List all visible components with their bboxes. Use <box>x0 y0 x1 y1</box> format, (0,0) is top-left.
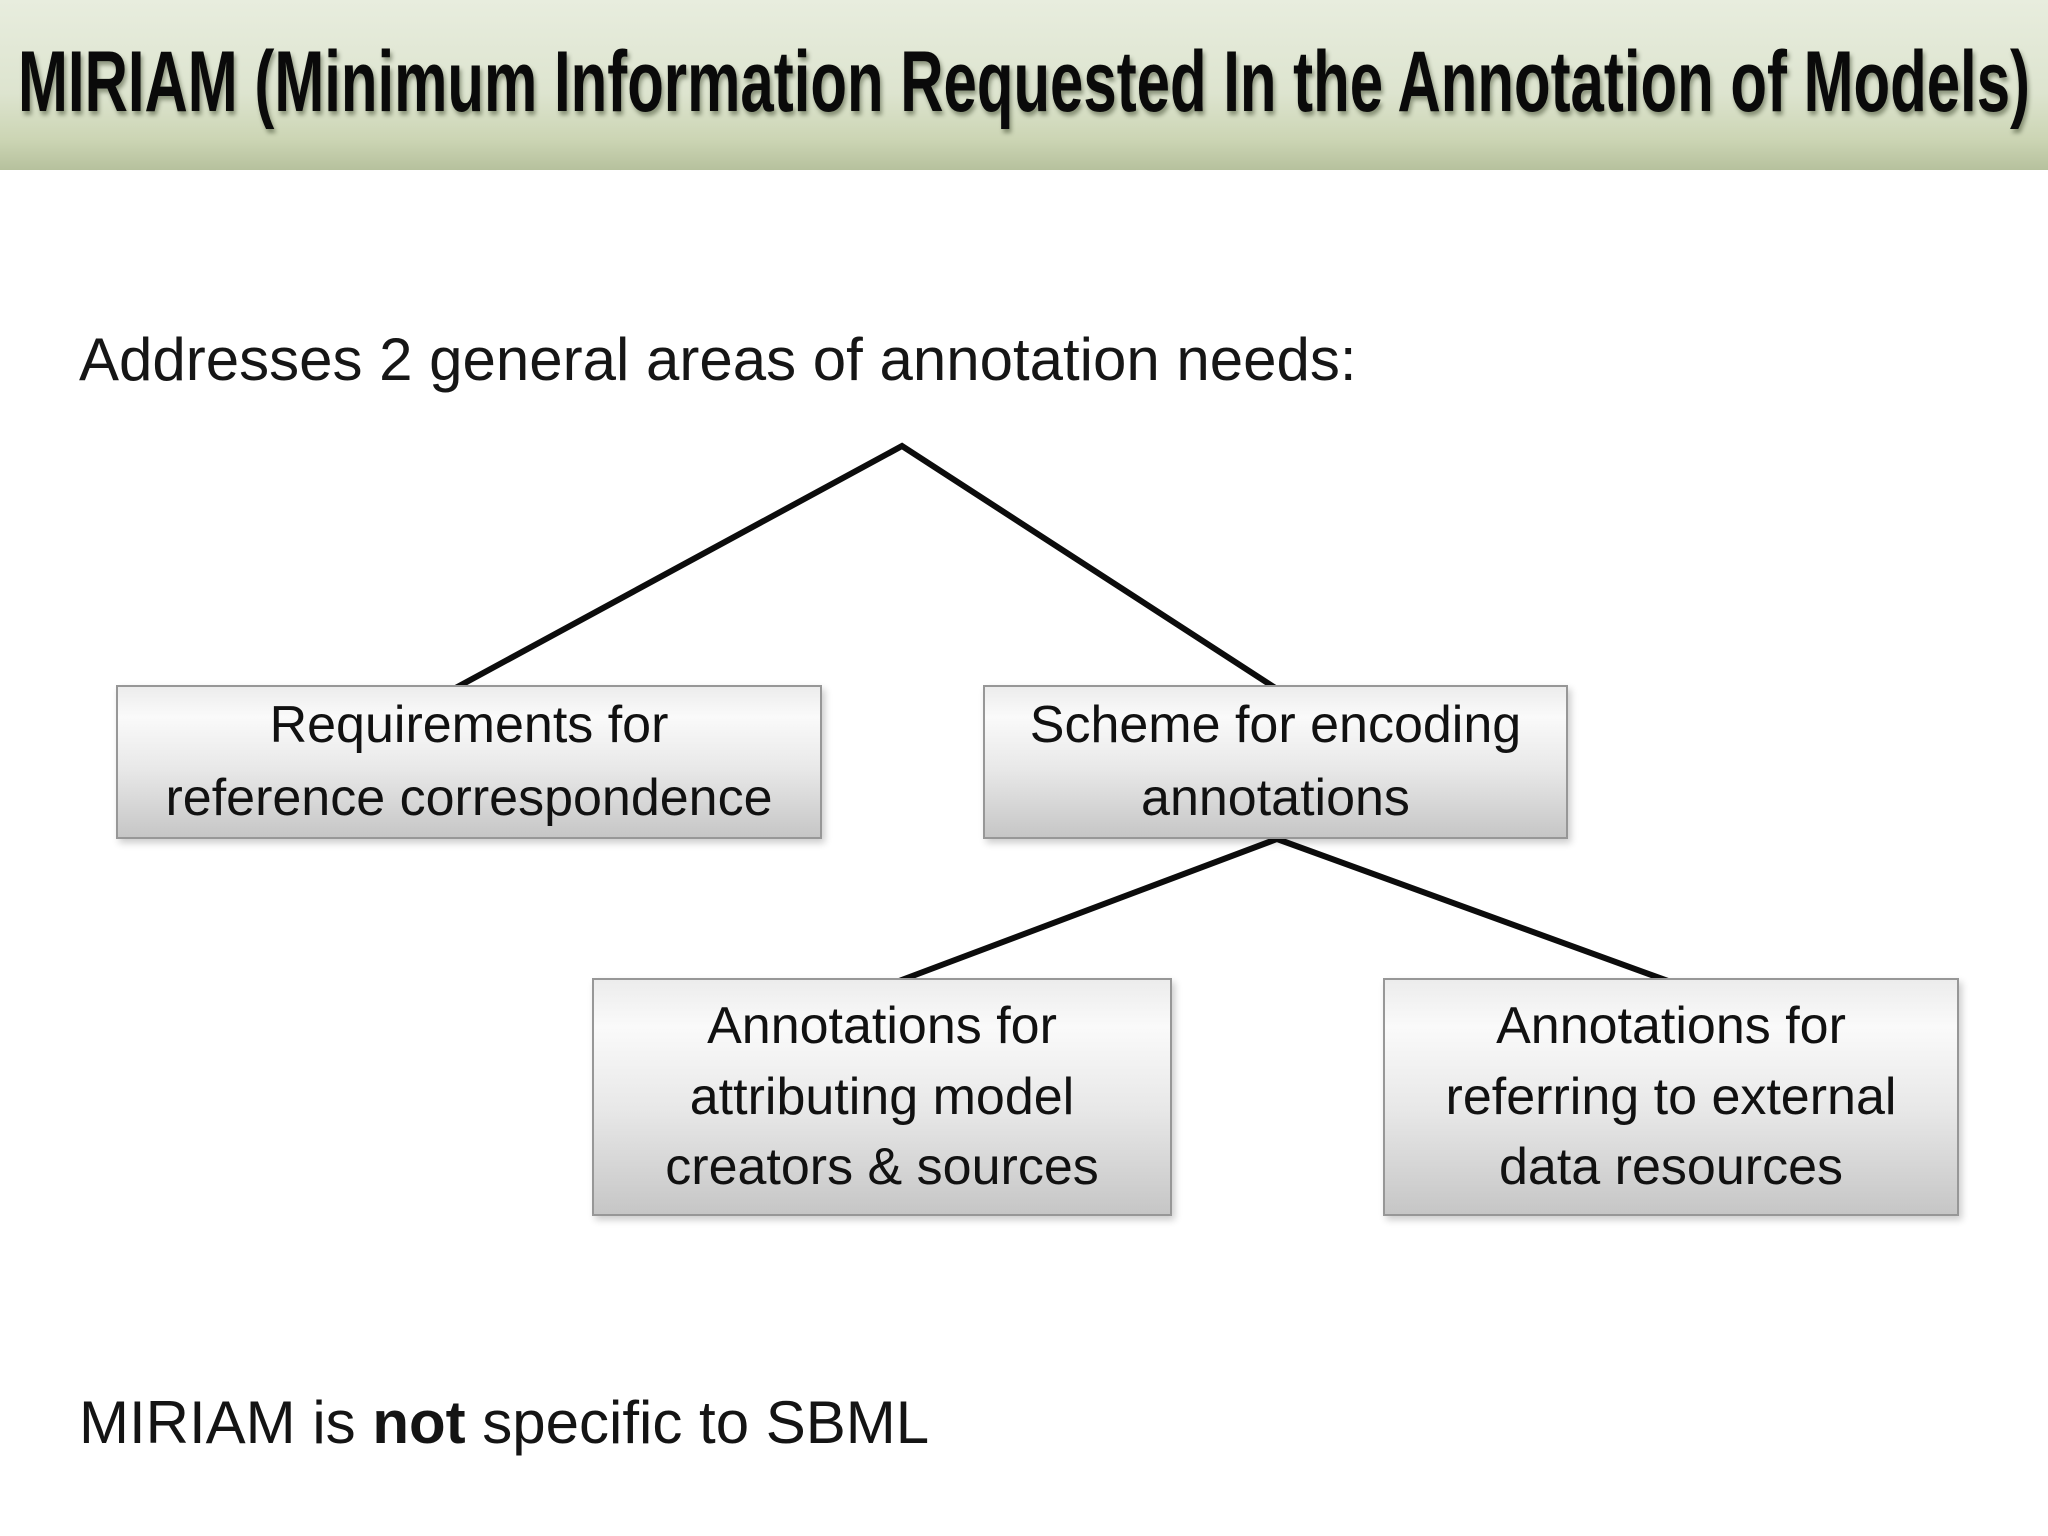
node-label-line: referring to external <box>1445 1067 1897 1126</box>
node-label-line: Annotations for <box>1496 996 1846 1055</box>
intro-text: Addresses 2 general areas of annotation … <box>79 326 1357 393</box>
upper-branch-line <box>448 442 1282 694</box>
node-label-line: attributing model <box>689 1067 1075 1126</box>
footer-note: MIRIAM is not specific to SBML <box>79 1388 929 1457</box>
page-title: MIRIAM (Minimum Information Requested In… <box>18 34 2030 130</box>
lower-branch-line <box>897 835 1670 984</box>
node-label-line: Annotations for <box>707 996 1057 1055</box>
node-label-line: creators & sources <box>665 1138 1099 1197</box>
node-label-line: Requirements for <box>269 696 669 755</box>
node-requirements-reference-correspondence: Requirements for reference correspondenc… <box>116 685 822 839</box>
footer-note-prefix: MIRIAM is <box>79 1389 373 1456</box>
node-label-line: annotations <box>1141 769 1410 827</box>
node-label-line: Scheme for encoding <box>1029 696 1522 755</box>
node-annotations-referring-external-data: Annotations for referring to external da… <box>1383 978 1959 1216</box>
title-banner: MIRIAM (Minimum Information Requested In… <box>18 34 2030 130</box>
node-label-line: reference correspondence <box>165 769 773 827</box>
node-label-line: data resources <box>1499 1138 1843 1197</box>
footer-note-suffix: specific to SBML <box>465 1389 930 1456</box>
slide-header: MIRIAM (Minimum Information Requested In… <box>0 0 2048 170</box>
node-annotations-attributing-creators-sources: Annotations for attributing model creato… <box>592 978 1172 1216</box>
node-scheme-for-encoding-annotations: Scheme for encoding annotations <box>983 685 1568 839</box>
footer-note-emphasis: not <box>372 1389 466 1456</box>
